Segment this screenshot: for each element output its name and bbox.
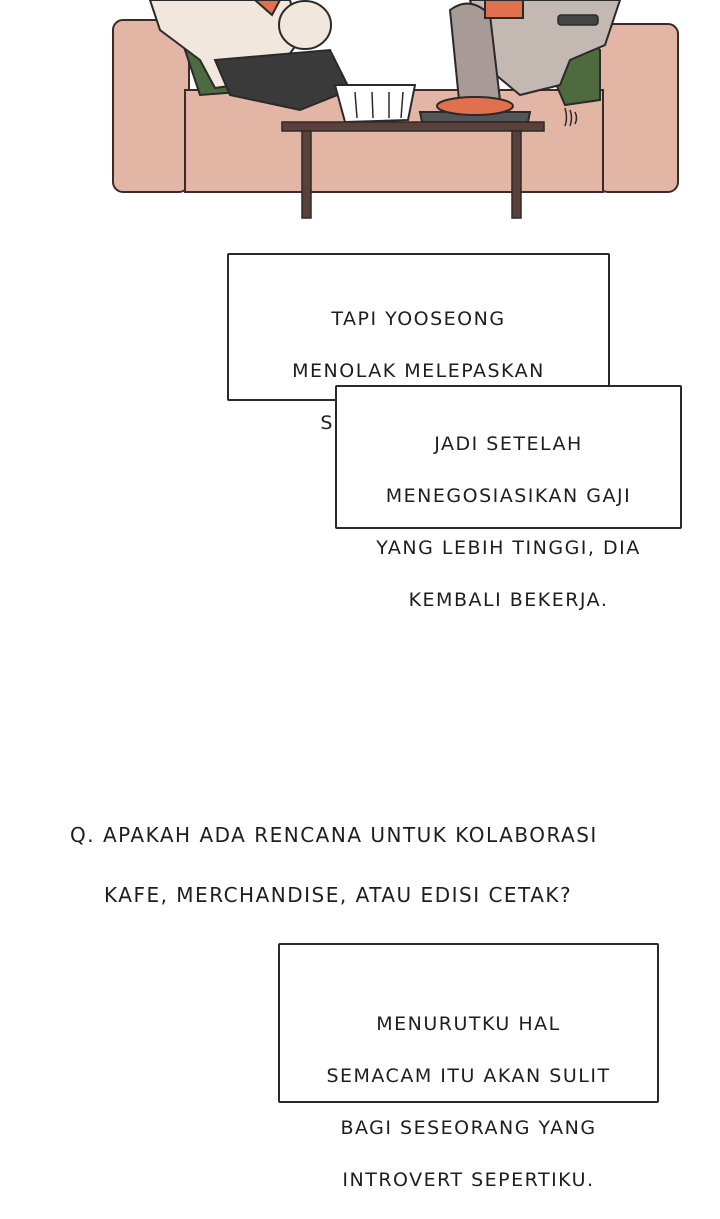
caption-3-line: MENURUTKU HAL [376, 1013, 561, 1035]
caption-2-line: YANG LEBIH TINGGI, DIA [376, 537, 641, 559]
snack-food [436, 96, 514, 116]
caption-box-2 [335, 385, 682, 529]
sofa-left-arm [112, 19, 190, 193]
popcorn-box [484, 0, 524, 19]
caption-box-1 [227, 253, 610, 401]
caption-3-text: MENURUTKU HAL SEMACAM ITU AKAN SULIT BAG… [283, 985, 654, 1219]
couch-scene-illustration [112, 0, 679, 219]
red-cup [253, 0, 282, 17]
remote-control [557, 14, 599, 26]
coffee-table-leg-left [301, 130, 312, 219]
snack-bowl [333, 84, 417, 124]
left-character-legs [213, 48, 352, 112]
caption-3-line: SEMACAM ITU AKAN SULIT [326, 1065, 611, 1087]
sofa-right-arm [597, 23, 679, 193]
caption-box-3 [278, 943, 659, 1103]
caption-3-line: INTROVERT SEPERTIKU. [342, 1169, 595, 1191]
caption-1-line: TAPI YOOSEONG [331, 308, 506, 330]
sound-doodle [564, 107, 578, 127]
question-line: KAFE, MERCHANDISE, ATAU EDISI CETAK? [104, 883, 573, 907]
coffee-table-leg-right [511, 130, 522, 219]
caption-2-text: JADI SETELAH MENEGOSIASIKAN GAJI YANG LE… [340, 405, 677, 639]
question-line: Q. APAKAH ADA RENCANA UNTUK KOLABORASI [70, 823, 598, 847]
caption-2-line: MENEGOSIASIKAN GAJI [385, 485, 632, 507]
right-character-arm [448, 2, 502, 112]
caption-1-line: MENOLAK MELEPASKAN [292, 360, 545, 382]
qa-question: Q. APAKAH ADA RENCANA UNTUK KOLABORASI K… [70, 790, 650, 940]
caption-3-line: BAGI SESEORANG YANG [340, 1117, 597, 1139]
coffee-table-top [281, 121, 545, 132]
caption-2-line: KEMBALI BEKERJA. [408, 589, 609, 611]
left-character-hand [278, 0, 332, 50]
caption-2-line: JADI SETELAH [434, 433, 583, 455]
